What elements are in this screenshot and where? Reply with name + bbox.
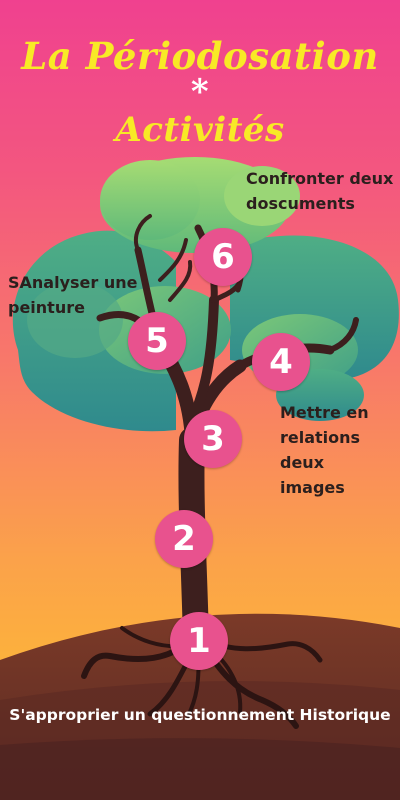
step-6-badge: 6 bbox=[194, 228, 252, 286]
step-3-label: Mettre en relations deux images bbox=[280, 403, 369, 497]
step-1-label: S'approprier un questionnement Historiqu… bbox=[9, 706, 391, 724]
step-5-label: SAnalyser une peinture bbox=[8, 273, 138, 317]
title-line-1: La Périodosation bbox=[21, 34, 379, 78]
step-4-badge: 4 bbox=[252, 333, 310, 391]
step-3-badge: 3 bbox=[184, 410, 242, 468]
step-2-badge: 2 bbox=[155, 510, 213, 568]
step-5-badge: 5 bbox=[128, 312, 186, 370]
ground bbox=[0, 613, 400, 800]
step-1-badge: 1 bbox=[170, 612, 228, 670]
step-6-label: Confronter deux doscuments bbox=[246, 169, 394, 213]
title-line-2: Activités bbox=[115, 110, 285, 150]
title-separator-star: * bbox=[190, 72, 210, 112]
